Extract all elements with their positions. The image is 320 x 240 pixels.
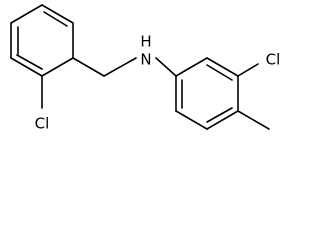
amine-n-label: N (140, 51, 151, 69)
methyl-bond (237, 110, 270, 130)
ring-bond (41, 4, 74, 24)
ring-double-bond (43, 11, 68, 27)
ring-double-bond (206, 64, 233, 81)
ring-bond (206, 110, 239, 130)
ring-bond (175, 57, 208, 77)
ring-double-bond (16, 54, 43, 70)
methylene-bond (72, 57, 105, 77)
ring-bond (10, 4, 43, 24)
ring-bond (41, 57, 74, 77)
ring-bond (175, 110, 208, 130)
chemical-structure: Cl N H Cl (10, 4, 281, 133)
amine-bond-right (155, 57, 177, 77)
structure-drawing: Cl N H Cl (10, 4, 281, 133)
amine-h-label: H (140, 33, 151, 51)
amine-bond-left (103, 57, 137, 77)
ring-double-bond (206, 107, 233, 123)
left-benzene-ring (10, 4, 74, 77)
chlorine-label-right: Cl (266, 51, 281, 69)
chlorine-bond-right (237, 63, 259, 77)
ring-bond (10, 57, 43, 77)
right-benzene-ring (175, 57, 239, 130)
ring-bond (206, 57, 239, 77)
chlorine-label-left: Cl (35, 115, 50, 133)
